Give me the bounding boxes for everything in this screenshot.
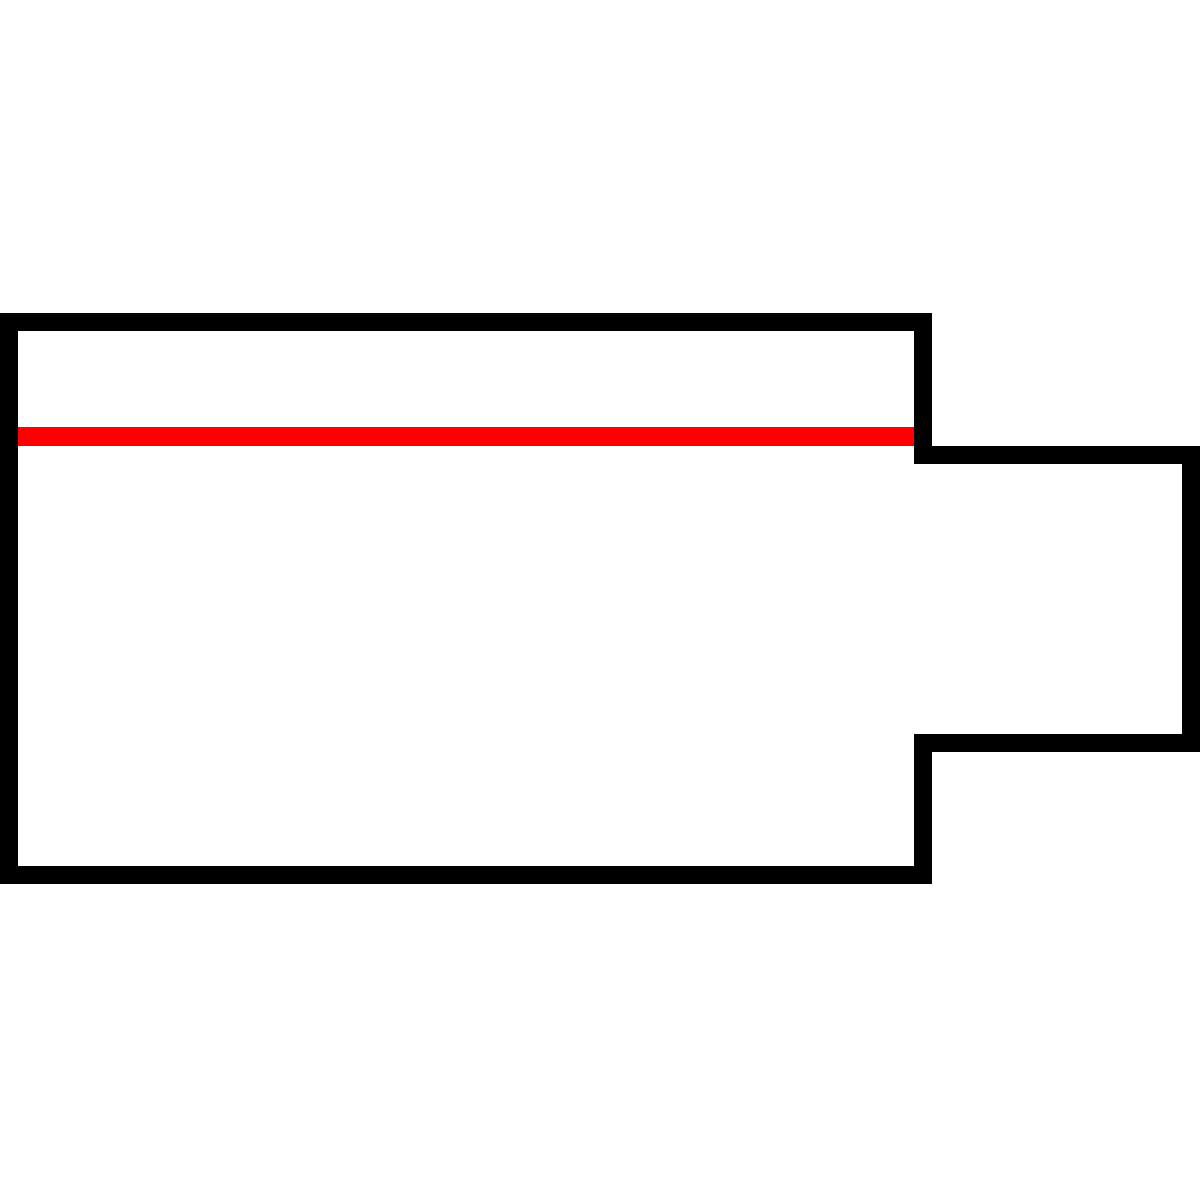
stepped-outline-shape bbox=[0, 313, 1200, 884]
